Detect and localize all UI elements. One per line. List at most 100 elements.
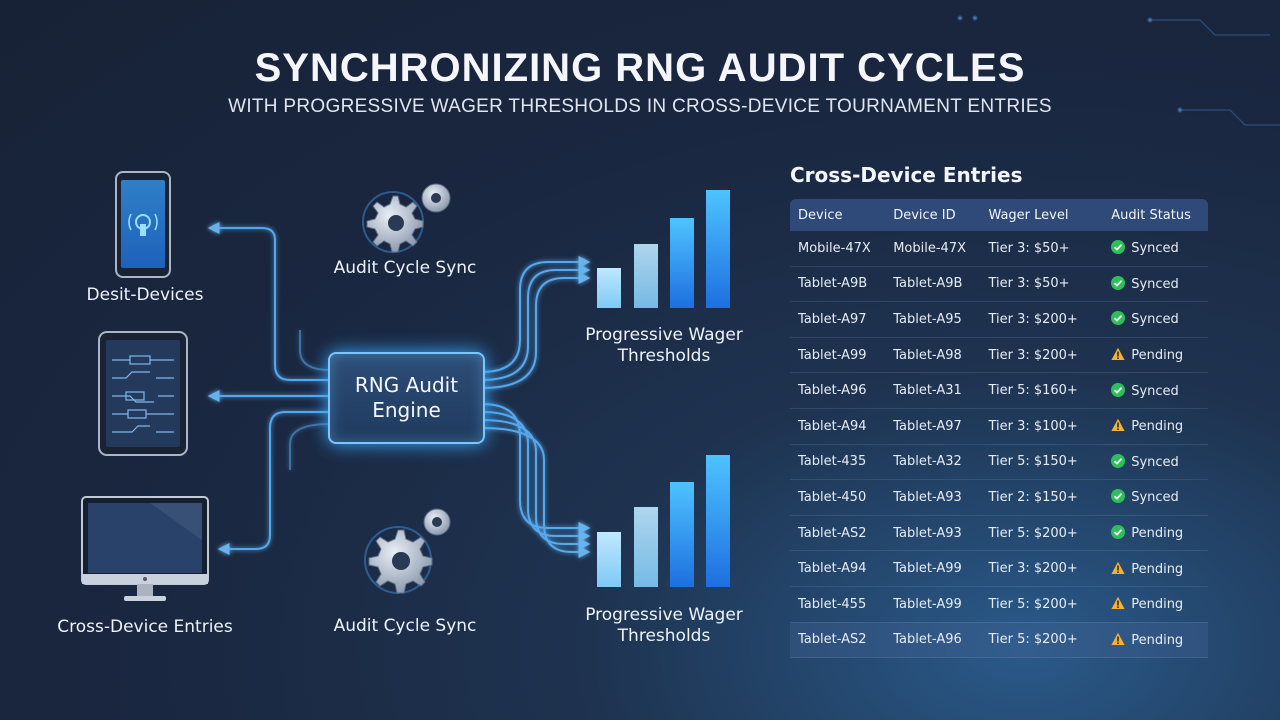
cell-device: Tablet-435 bbox=[790, 444, 886, 481]
status-text: Synced bbox=[1131, 383, 1179, 399]
cell-wager-level: Tier 3: $100+ bbox=[980, 408, 1096, 445]
gears-icon bbox=[362, 183, 451, 253]
monitor-icon bbox=[81, 496, 209, 601]
status-text: Synced bbox=[1131, 276, 1179, 292]
cell-wager-level: Tier 2: $150+ bbox=[980, 479, 1096, 516]
status-text: Pending bbox=[1131, 526, 1184, 542]
rng-audit-engine: RNG Audit Engine bbox=[328, 352, 485, 444]
table-header-row: Device Device ID Wager Level Audit Statu… bbox=[790, 199, 1208, 231]
status-text: Pending bbox=[1131, 348, 1184, 364]
entries-table: Device Device ID Wager Level Audit Statu… bbox=[790, 199, 1208, 659]
cell-device-id: Tablet-A96 bbox=[885, 622, 981, 659]
check-icon bbox=[1111, 525, 1126, 540]
cell-audit-status: Pending bbox=[1095, 337, 1208, 374]
cell-device-id: Tablet-A93 bbox=[885, 479, 981, 516]
sync-label: Audit Cycle Sync bbox=[333, 616, 477, 636]
page-title: SYNCHRONIZING RNG AUDIT CYCLES bbox=[254, 46, 1026, 90]
cell-device-id: Tablet-A9B bbox=[885, 266, 981, 303]
device-label: Desit-Devices bbox=[86, 285, 204, 305]
cell-audit-status: Pending bbox=[1095, 550, 1208, 587]
cell-audit-status: Synced bbox=[1095, 301, 1208, 338]
cell-wager-level: Tier 3: $50+ bbox=[980, 266, 1096, 303]
cell-audit-status: Synced bbox=[1095, 372, 1208, 409]
cell-device: Tablet-455 bbox=[790, 586, 886, 623]
cell-audit-status: Synced bbox=[1095, 231, 1208, 267]
cell-device-id: Tablet-A99 bbox=[885, 550, 981, 587]
cell-wager-level: Tier 5: $160+ bbox=[980, 372, 1096, 409]
cell-audit-status: Pending bbox=[1095, 515, 1208, 552]
table-title: Cross-Device Entries bbox=[790, 163, 1023, 187]
decor-traces bbox=[957, 15, 1280, 126]
cell-wager-level: Tier 5: $200+ bbox=[980, 515, 1096, 552]
cell-wager-level: Tier 5: $150+ bbox=[980, 444, 1096, 481]
cell-audit-status: Pending bbox=[1095, 622, 1208, 659]
column-header: Wager Level bbox=[980, 199, 1096, 231]
cell-device-id: Tablet-A99 bbox=[885, 586, 981, 623]
bar-chart-icon bbox=[597, 455, 730, 587]
cell-audit-status: Synced bbox=[1095, 479, 1208, 516]
cell-wager-level: Tier 5: $200+ bbox=[980, 622, 1096, 659]
cell-device: Tablet-A99 bbox=[790, 337, 886, 374]
status-text: Synced bbox=[1131, 241, 1179, 257]
cell-audit-status: Pending bbox=[1095, 586, 1208, 623]
status-text: Synced bbox=[1131, 312, 1179, 328]
threshold-label-line: Progressive Wager bbox=[585, 325, 743, 345]
warning-icon bbox=[1111, 561, 1125, 574]
cell-wager-level: Tier 3: $200+ bbox=[980, 337, 1096, 374]
gears-icon bbox=[364, 508, 451, 594]
status-text: Synced bbox=[1131, 454, 1179, 470]
cell-audit-status: Synced bbox=[1095, 266, 1208, 303]
warning-icon bbox=[1111, 347, 1125, 361]
check-icon bbox=[1111, 453, 1126, 468]
cell-device-id: Tablet-A98 bbox=[885, 337, 981, 374]
check-icon bbox=[1111, 489, 1126, 504]
cell-device: Tablet-A96 bbox=[790, 372, 886, 409]
threshold-label-line: Progressive Wager bbox=[585, 605, 743, 625]
column-header: Device ID bbox=[885, 199, 981, 231]
cell-device: Tablet-A94 bbox=[790, 408, 886, 445]
cell-device: Tablet-A97 bbox=[790, 301, 886, 338]
status-text: Synced bbox=[1131, 490, 1179, 506]
status-text: Pending bbox=[1131, 632, 1184, 648]
cell-device-id: Tablet-A31 bbox=[885, 372, 981, 409]
cell-device: Tablet-AS2 bbox=[790, 622, 886, 659]
cell-device-id: Tablet-A97 bbox=[885, 408, 981, 445]
cell-device: Tablet-450 bbox=[790, 479, 886, 516]
column-header: Audit Status bbox=[1095, 199, 1208, 231]
cell-audit-status: Pending bbox=[1095, 408, 1208, 445]
cell-wager-level: Tier 3: $50+ bbox=[980, 231, 1096, 267]
tablet-icon bbox=[98, 331, 188, 456]
cell-device-id: Tablet-A93 bbox=[885, 515, 981, 552]
cell-wager-level: Tier 5: $200+ bbox=[980, 586, 1096, 623]
cell-device: Tablet-AS2 bbox=[790, 515, 886, 552]
device-label: Cross-Device Entries bbox=[57, 617, 233, 637]
status-text: Pending bbox=[1131, 597, 1184, 613]
smartphone-icon bbox=[115, 171, 171, 278]
status-text: Pending bbox=[1131, 561, 1184, 577]
cell-wager-level: Tier 3: $200+ bbox=[980, 301, 1096, 338]
connectors-right bbox=[481, 256, 591, 558]
threshold-label: Progressive Wager Thresholds bbox=[572, 325, 756, 367]
cell-device-id: Tablet-A32 bbox=[885, 444, 981, 481]
bar-chart-icon bbox=[597, 190, 730, 308]
engine-label-line: RNG Audit bbox=[354, 373, 459, 397]
warning-icon bbox=[1111, 597, 1125, 610]
status-text: Pending bbox=[1131, 419, 1184, 435]
cell-device: Mobile-47X bbox=[790, 231, 886, 267]
cell-audit-status: Synced bbox=[1095, 444, 1208, 481]
threshold-label: Progressive Wager Thresholds bbox=[572, 605, 756, 647]
cell-device-id: Tablet-A95 bbox=[885, 301, 981, 338]
threshold-label-line: Thresholds bbox=[617, 346, 711, 366]
warning-icon bbox=[1111, 632, 1125, 645]
check-icon bbox=[1111, 240, 1126, 255]
